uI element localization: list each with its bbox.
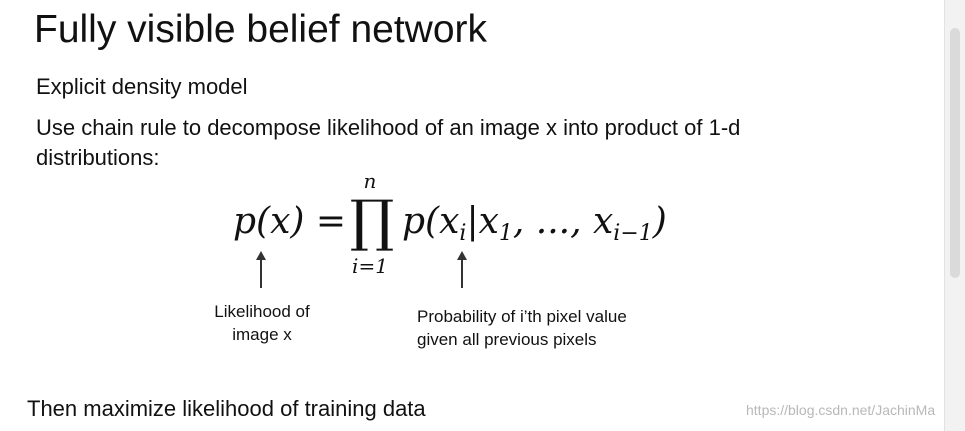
product-symbol: ∏ — [350, 189, 395, 254]
arrow-left-icon — [256, 251, 266, 288]
annotation-likelihood-line-2: image x — [232, 325, 292, 344]
rhs-prefix: p(x — [402, 201, 459, 242]
watermark: https://blog.csdn.net/JachinMa — [746, 402, 936, 418]
bullet-maximize-likelihood: Then maximize likelihood of training dat… — [27, 396, 426, 421]
bullet-explicit-density: Explicit density model — [36, 74, 248, 99]
annotation-likelihood: Likelihood of image x — [207, 300, 317, 346]
rhs-close: ) — [652, 201, 667, 242]
equation-lhs: p(x) = — [233, 201, 346, 242]
annotation-likelihood-line-1: Likelihood of — [214, 302, 310, 321]
rhs-subscript-i-minus-1: i−1 — [613, 221, 652, 246]
annotation-probability-line-1: Probability of i’th pixel value — [417, 307, 627, 326]
rhs-subscript-1: 1 — [499, 221, 513, 246]
arrow-right-icon — [457, 251, 467, 288]
bullet-chain-rule: Use chain rule to decompose likelihood o… — [36, 115, 741, 170]
equation-rhs: p(xi|x1, ..., xi−1) — [402, 201, 667, 246]
annotation-probability-line-2: given all previous pixels — [417, 330, 597, 349]
scrollbar-thumb[interactable] — [950, 28, 960, 278]
rhs-middle: , ..., x — [513, 201, 613, 242]
rhs-subscript-i: i — [459, 221, 466, 246]
rhs-bar: |x — [466, 201, 498, 242]
vertical-scrollbar[interactable] — [944, 0, 965, 431]
product-lower-limit: i=1 — [352, 254, 388, 278]
slide-title: Fully visible belief network — [34, 8, 488, 51]
annotation-probability: Probability of i’th pixel value given al… — [417, 305, 627, 351]
product-upper-limit: n — [364, 169, 377, 193]
